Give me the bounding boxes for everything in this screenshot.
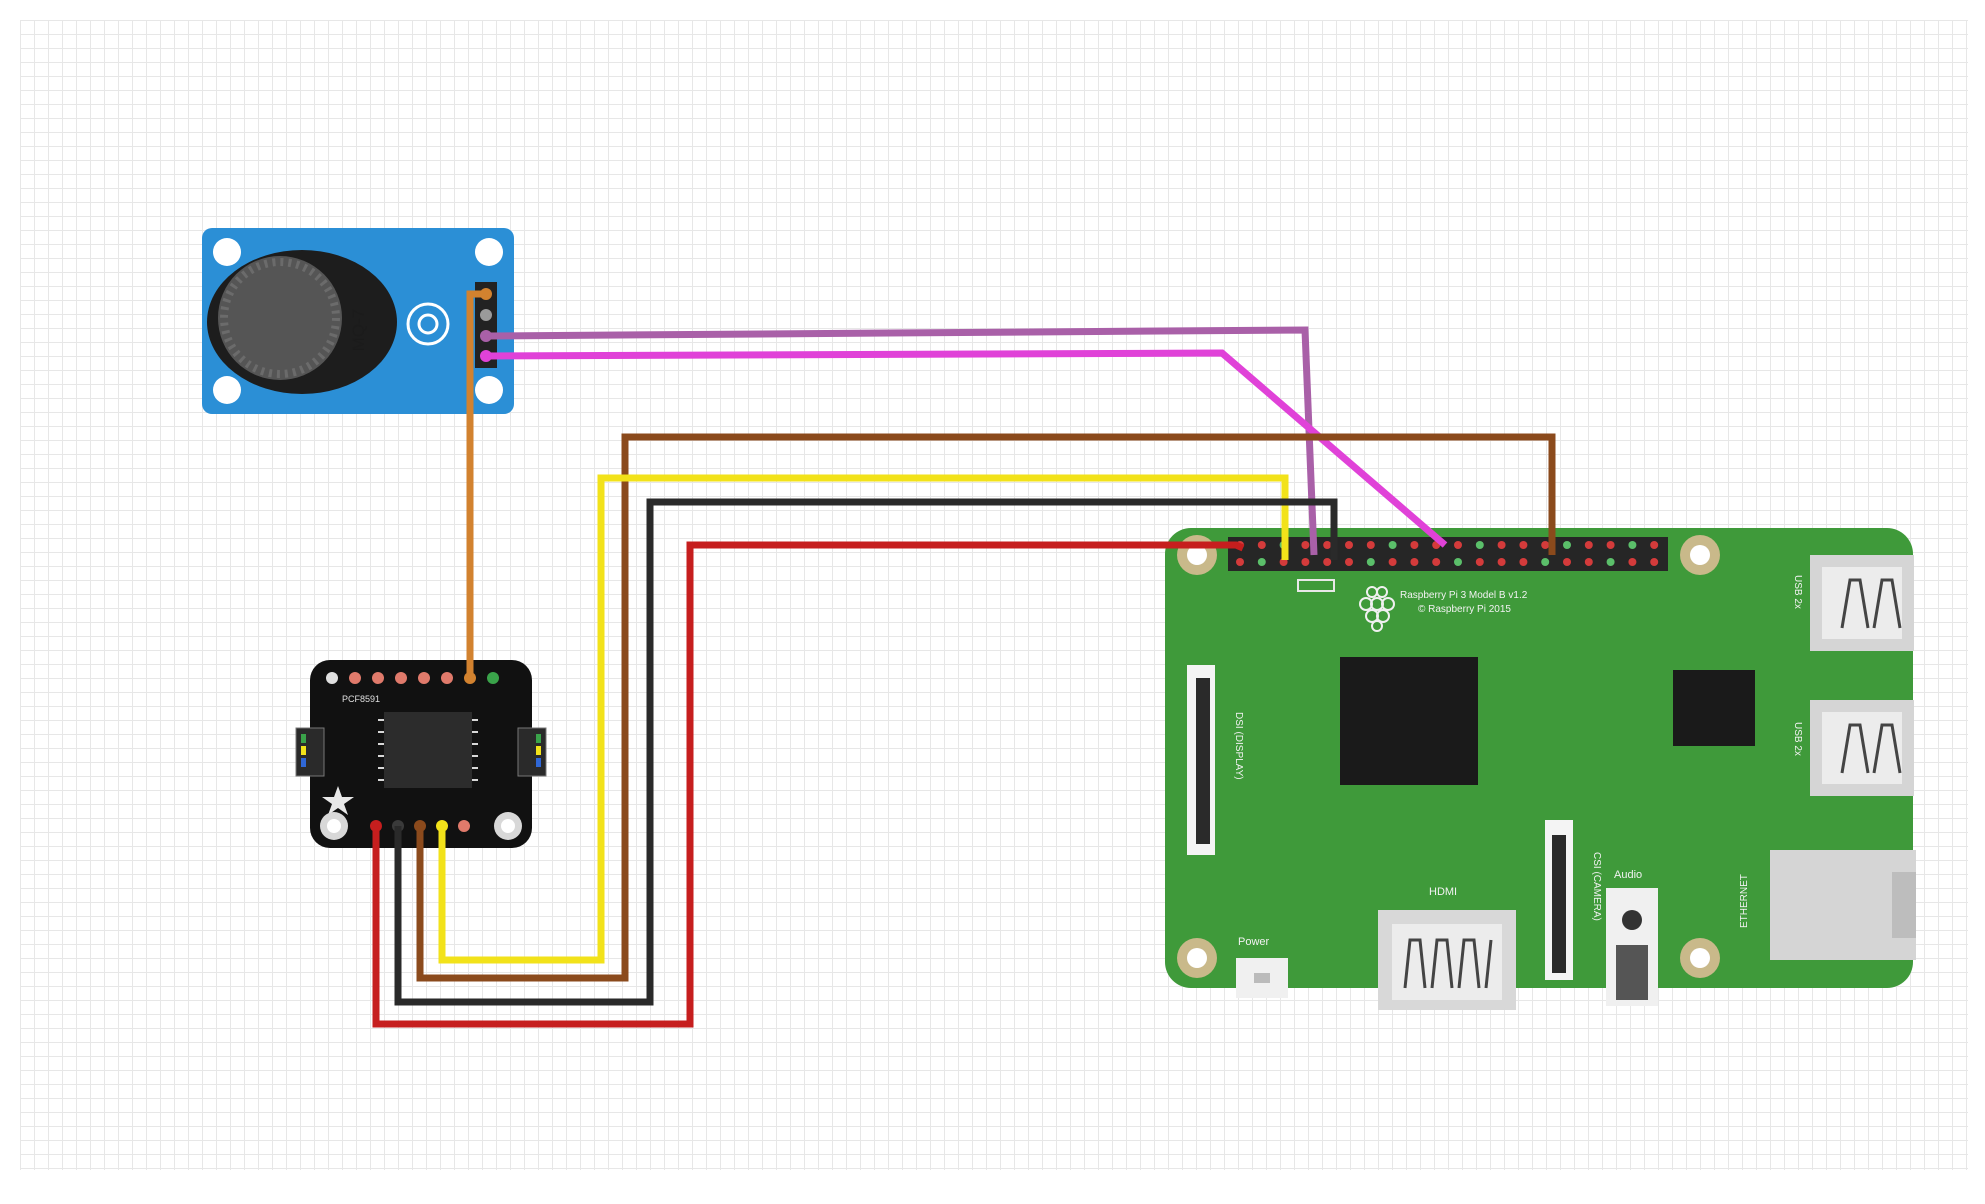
gpio-header[interactable] <box>1228 537 1668 571</box>
ethernet-port[interactable] <box>1770 850 1916 960</box>
pi-model-text: Raspberry Pi 3 Model B v1.2 <box>1400 590 1528 601</box>
pi-lan-chip <box>1673 670 1755 746</box>
gpio-pin[interactable] <box>1541 541 1550 549</box>
raspberry-pi-board[interactable]: Raspberry Pi 3 Model B v1.2 © Raspberry … <box>1165 528 1916 1010</box>
gpio-pin[interactable] <box>1454 541 1462 549</box>
csi-label: CSI (CAMERA) <box>1591 852 1602 921</box>
gpio-pin[interactable] <box>1563 558 1571 566</box>
gpio-pin[interactable] <box>1432 558 1441 566</box>
gpio-pin[interactable] <box>1301 558 1310 566</box>
gpio-pin[interactable] <box>1606 541 1615 549</box>
gpio-pin[interactable] <box>1388 558 1397 566</box>
gpio-pin[interactable] <box>1257 558 1266 566</box>
mq7-mounting-holes <box>213 238 503 404</box>
mq7-sensor-module[interactable]: MQ-7 <box>202 228 514 414</box>
gpio-pin[interactable] <box>1519 541 1528 549</box>
gpio-pin[interactable] <box>1345 541 1353 549</box>
wires <box>372 290 1556 1028</box>
gpio-pin[interactable] <box>1366 558 1375 566</box>
usb-port-2[interactable] <box>1810 700 1914 796</box>
gpio-pin[interactable] <box>1388 541 1397 549</box>
micro-usb-power-port[interactable] <box>1236 958 1288 998</box>
pi-soc-chip <box>1340 657 1478 785</box>
wire-orange[interactable] <box>466 290 486 678</box>
wire-red[interactable] <box>372 541 1245 1028</box>
gpio-pin[interactable] <box>1345 558 1353 566</box>
gpio-pin[interactable] <box>1519 558 1528 566</box>
dsi-label: DSI (DISPLAY) <box>1233 712 1244 780</box>
adafruit-star-icon <box>322 786 354 815</box>
mq7-label: MQ-7 <box>349 309 368 352</box>
stemma-connector-right[interactable] <box>517 727 547 777</box>
gpio-pin[interactable] <box>1650 558 1659 566</box>
gpio-pin[interactable] <box>1475 541 1484 549</box>
usb-label-2: USB 2x <box>1792 722 1803 756</box>
gpio-pin1-marker <box>1297 579 1335 592</box>
gpio-pin[interactable] <box>1563 541 1571 549</box>
ethernet-label: ETHERNET <box>1739 874 1750 928</box>
open-hardware-icon <box>406 302 450 346</box>
gpio-pin[interactable] <box>1410 558 1419 566</box>
adc-ic-chip <box>384 712 472 788</box>
gpio-pin[interactable] <box>1366 541 1375 549</box>
gpio-pin[interactable] <box>1628 541 1637 549</box>
gpio-pin[interactable] <box>1541 558 1550 566</box>
adc-ic-legs <box>378 719 478 781</box>
wire-magenta[interactable] <box>485 349 1448 548</box>
gpio-pin[interactable] <box>1497 558 1506 566</box>
adc-breakout-board[interactable]: PCF8591 <box>295 660 547 848</box>
gpio-pin[interactable] <box>1650 541 1659 549</box>
pi-pcb <box>1165 528 1913 988</box>
gpio-pin[interactable] <box>1301 541 1310 549</box>
gpio-pin[interactable] <box>1454 558 1462 566</box>
audio-jack[interactable] <box>1606 888 1658 1006</box>
gpio-pin[interactable] <box>1606 558 1615 566</box>
audio-label: Audio <box>1614 869 1642 881</box>
csi-camera-connector[interactable] <box>1545 820 1573 980</box>
gpio-pin[interactable] <box>1257 541 1266 549</box>
gpio-pin[interactable] <box>1584 541 1593 549</box>
wire-yellow[interactable] <box>438 474 1289 964</box>
gpio-pin[interactable] <box>1323 558 1332 566</box>
wire-purple[interactable] <box>485 326 1318 556</box>
adc-mounting-holes <box>320 812 522 840</box>
usb-label-1: USB 2x <box>1792 575 1803 609</box>
gpio-pin[interactable] <box>1410 541 1419 549</box>
gpio-pin[interactable] <box>1628 558 1637 566</box>
gpio-pin[interactable] <box>1584 558 1593 566</box>
usb-port-1[interactable] <box>1810 555 1914 651</box>
hdmi-port[interactable] <box>1378 910 1516 1010</box>
gpio-pin[interactable] <box>1323 541 1332 549</box>
wire-black[interactable] <box>394 498 1338 1006</box>
dsi-display-connector[interactable] <box>1187 665 1215 855</box>
raspberry-logo-icon <box>1359 586 1395 632</box>
gpio-pin[interactable] <box>1497 541 1506 549</box>
adc-chip-label: PCF8591 <box>342 694 380 704</box>
stemma-connector-left[interactable] <box>295 727 325 777</box>
gpio-pin[interactable] <box>1236 558 1244 566</box>
pi-copyright-text: © Raspberry Pi 2015 <box>1418 604 1511 615</box>
power-label: Power <box>1238 936 1270 948</box>
wire-brown[interactable] <box>416 433 1556 982</box>
gas-sensor-element-icon <box>207 250 397 394</box>
gpio-pin[interactable] <box>1475 558 1484 566</box>
hdmi-label: HDMI <box>1429 886 1457 898</box>
